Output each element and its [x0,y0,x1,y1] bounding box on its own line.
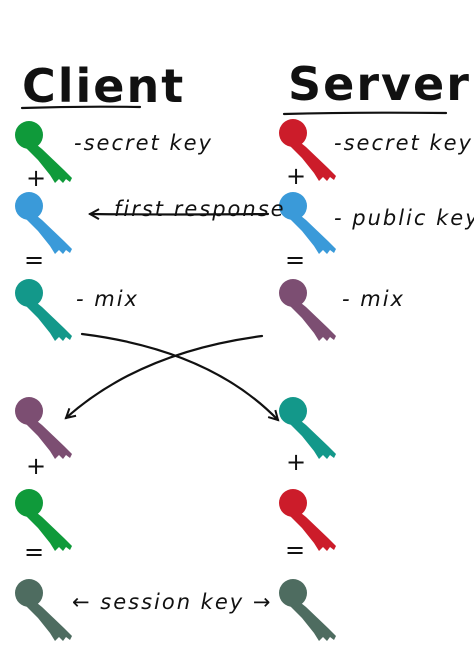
key-icon [15,279,72,341]
session-key-label: ← session key → [72,590,272,614]
server-equals-1: = [285,246,305,274]
client-heading: Client [22,59,185,113]
server-heading: Server [288,57,471,111]
key-icon [15,579,72,641]
client-plus-1: + [26,164,46,192]
client-secret-key-label: -secret key [74,131,213,155]
key-icon [279,279,336,341]
first-response-arrow [90,214,270,215]
server-public-key-label: - public key [334,206,474,230]
client-mix-label: - mix [76,287,139,311]
server-mix-to-client-arrow [66,334,264,418]
client-heading-underline [20,105,142,110]
first-response-label: first response [114,197,286,221]
client-equals-2: = [24,538,44,566]
client-plus-2: + [26,452,46,480]
server-plus-2: + [286,448,306,476]
client-mix-to-server-arrow [80,332,278,420]
key-icon [279,579,336,641]
client-equals-1: = [24,246,44,274]
key-icon [15,192,72,254]
key-icon [15,397,72,459]
server-plus-1: + [286,162,306,190]
server-secret-key-label: -secret key [334,131,473,155]
server-equals-2: = [285,536,305,564]
server-heading-underline [282,111,448,116]
key-icon [279,192,336,254]
server-mix-label: - mix [342,287,405,311]
